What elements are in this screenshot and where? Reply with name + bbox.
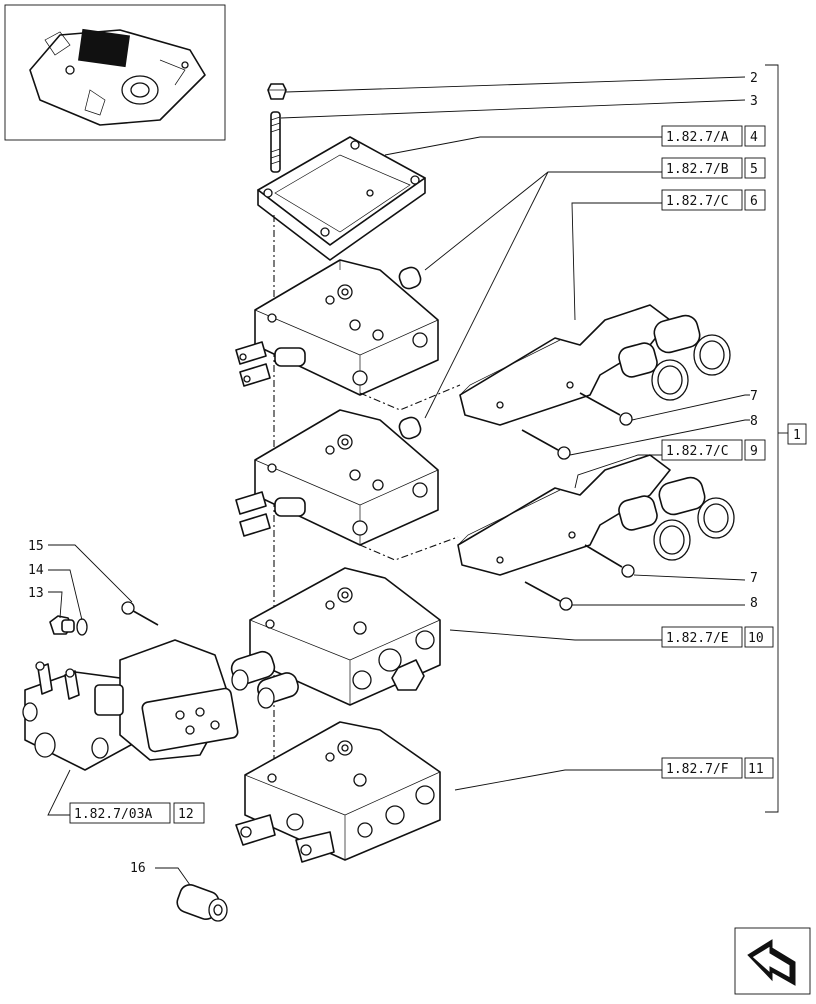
svg-text:15: 15	[28, 539, 44, 554]
next-page-arrow-icon	[747, 939, 796, 986]
part-stud[interactable]	[270, 111, 281, 173]
svg-text:14: 14	[28, 563, 44, 578]
callout-16[interactable]: 16	[130, 861, 146, 876]
callout-5-reference: 1.82.7/B	[666, 162, 729, 177]
callout-10-number: 10	[748, 631, 764, 646]
callout-9-number: 9	[750, 444, 758, 459]
callout-11-number: 11	[748, 762, 764, 777]
callout-12-reference: 1.82.7/03A	[74, 807, 152, 822]
callout-7a[interactable]: 7	[750, 389, 758, 404]
callout-5[interactable]: 1.82.7/B 5	[661, 157, 766, 179]
part-screw-8a[interactable]	[521, 429, 571, 460]
callout-13[interactable]: 13	[28, 586, 44, 601]
part-outlet-manifold-6[interactable]	[459, 304, 731, 426]
part-screw-7b[interactable]	[584, 544, 635, 578]
svg-text:13: 13	[28, 586, 44, 601]
callout-6[interactable]: 1.82.7/C 6	[661, 189, 766, 211]
part-control-valve-10[interactable]	[229, 567, 441, 709]
callout-2[interactable]: 2	[750, 71, 758, 86]
svg-text:2: 2	[750, 71, 758, 86]
part-screw-15[interactable]	[121, 601, 159, 626]
callout-15[interactable]: 15	[28, 539, 44, 554]
hydraulic-lift-cover-thumbnail-icon	[29, 28, 206, 126]
callout-9-reference: 1.82.7/C	[666, 444, 729, 459]
callout-4-reference: 1.82.7/A	[666, 130, 729, 145]
callout-4[interactable]: 1.82.7/A 4	[661, 125, 766, 147]
next-page-button[interactable]	[734, 927, 811, 995]
part-auxiliary-valve-12[interactable]	[22, 639, 239, 771]
callout-10[interactable]: 1.82.7/E 10	[661, 626, 774, 648]
group-bracket	[765, 64, 779, 813]
part-control-valve-9[interactable]	[235, 409, 439, 546]
callout-5-number: 5	[750, 162, 758, 177]
part-screw-8b[interactable]	[524, 581, 573, 611]
callout-3[interactable]: 3	[750, 94, 758, 109]
callout-11-reference: 1.82.7/F	[666, 762, 729, 777]
hydraulic-coupling	[230, 650, 299, 709]
part-cover-plate[interactable]	[257, 136, 426, 261]
svg-text:7: 7	[750, 571, 758, 586]
callout-6-reference: 1.82.7/C	[666, 194, 729, 209]
part-screw-7a[interactable]	[579, 392, 633, 426]
callout-1[interactable]: 1	[787, 423, 807, 445]
part-nut[interactable]	[267, 83, 287, 100]
callout-11[interactable]: 1.82.7/F 11	[661, 757, 774, 779]
svg-text:16: 16	[130, 861, 146, 876]
part-outlet-manifold-9b[interactable]	[457, 454, 735, 576]
callout-4-number: 4	[750, 130, 758, 145]
callout-8b[interactable]: 8	[750, 596, 758, 611]
svg-text:3: 3	[750, 94, 758, 109]
callout-7b[interactable]: 7	[750, 571, 758, 586]
callout-14[interactable]: 14	[28, 563, 44, 578]
svg-text:8: 8	[750, 596, 758, 611]
callout-9[interactable]: 1.82.7/C 9	[661, 439, 766, 461]
part-seal-ring-14[interactable]	[76, 618, 88, 636]
callout-6-number: 6	[750, 194, 758, 209]
part-plug-16[interactable]	[174, 882, 228, 922]
callout-10-reference: 1.82.7/E	[666, 631, 729, 646]
callout-12[interactable]: 1.82.7/03A 12	[69, 802, 205, 824]
part-plug-13[interactable]	[49, 615, 75, 635]
part-control-valve-5[interactable]	[235, 259, 439, 396]
svg-text:7: 7	[750, 389, 758, 404]
leader-lines	[47, 76, 750, 886]
callout-12-number: 12	[178, 807, 194, 822]
part-control-valve-11[interactable]	[235, 721, 441, 863]
svg-text:1: 1	[793, 428, 801, 443]
callout-8a[interactable]: 8	[750, 414, 758, 429]
thumbnail-panel[interactable]	[4, 4, 226, 141]
svg-text:8: 8	[750, 414, 758, 429]
